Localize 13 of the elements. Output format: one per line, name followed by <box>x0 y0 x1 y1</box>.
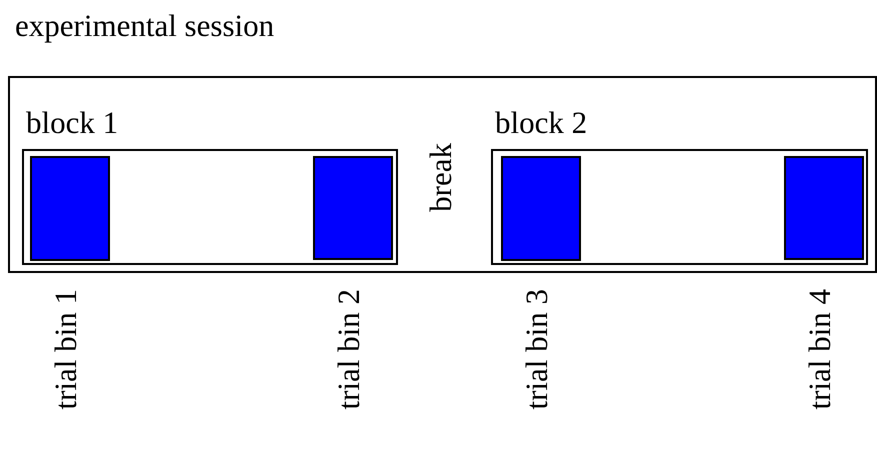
session-box <box>8 76 877 273</box>
break-label: break <box>424 143 458 212</box>
block-heading: block 1 <box>26 105 118 141</box>
block-heading: block 2 <box>495 105 588 141</box>
trial-bin-box <box>784 156 864 260</box>
trial-bin-box <box>30 156 110 261</box>
trial-bin-label: trial bin 4 <box>803 289 837 410</box>
trial-bin-label: trial bin 3 <box>520 289 554 410</box>
trial-bin-box <box>313 156 393 260</box>
trial-bin-label: trial bin 2 <box>332 289 366 410</box>
trial-bin-box <box>501 156 581 261</box>
trial-bin-label: trial bin 1 <box>49 289 83 410</box>
diagram-title: experimental session <box>15 8 274 44</box>
